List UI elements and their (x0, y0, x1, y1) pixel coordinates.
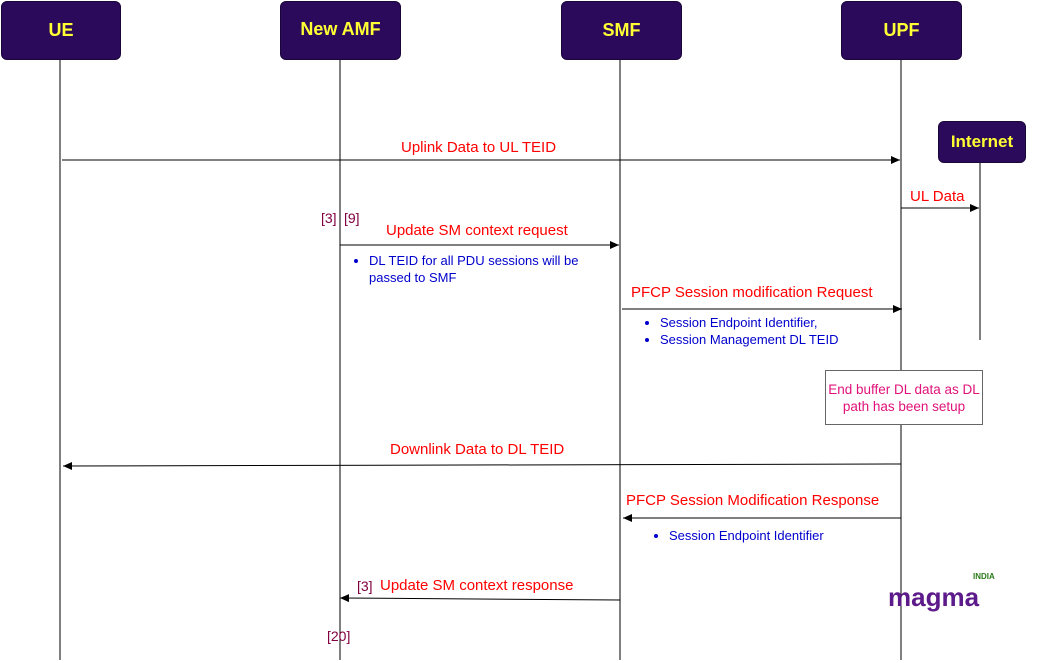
participant-internet: Internet (938, 121, 1026, 163)
ref-3-response: [3] (357, 578, 373, 594)
magma-india-logo: magma INDIA (888, 572, 1000, 612)
pfcp-resp-label: PFCP Session Modification Response (626, 492, 880, 509)
buffer-note: End buffer DL data as DL path has been s… (825, 370, 983, 425)
list-item: Session Endpoint Identifier, (660, 314, 900, 331)
participant-upf: UPF (841, 1, 962, 60)
update-req-label: Update SM context request (386, 222, 568, 239)
update-req-bullets: DL TEID for all PDU sessions will be pas… (351, 252, 619, 286)
update-resp-arrow (339, 594, 621, 603)
participant-ue: UE (1, 1, 121, 60)
logo-word: magma (888, 582, 980, 612)
pfcp-resp-bullets: Session Endpoint Identifier (651, 527, 889, 544)
uplink-label: Uplink Data to UL TEID (401, 139, 557, 156)
ul-data-label: UL Data (910, 188, 965, 205)
ref-3: [3] (321, 210, 337, 226)
logo-tag: INDIA (973, 572, 995, 581)
list-item: Session Endpoint Identifier (669, 527, 889, 544)
list-item: Session Management DL TEID (660, 331, 900, 348)
pfcp-req-bullets: Session Endpoint Identifier, Session Man… (642, 314, 900, 348)
ref-20: [20] (327, 628, 351, 644)
participant-amf: New AMF (280, 1, 401, 60)
update-resp-label: Update SM context response (380, 577, 574, 594)
downlink-arrow (62, 461, 902, 470)
downlink-label: Downlink Data to DL TEID (390, 441, 565, 458)
ref-9: [9] (344, 210, 360, 226)
list-item: DL TEID for all PDU sessions will be pas… (369, 252, 619, 286)
participant-smf: SMF (561, 1, 682, 60)
pfcp-req-label: PFCP Session modification Request (631, 284, 873, 301)
